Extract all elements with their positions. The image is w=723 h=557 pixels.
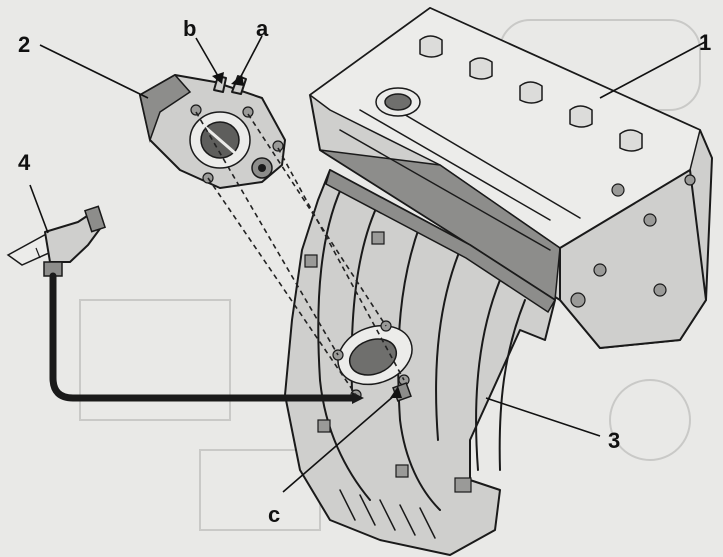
callout-labels: 1 2 3 4 a b c: [18, 16, 711, 527]
callout-3: 3: [608, 428, 620, 453]
callout-a: a: [256, 16, 269, 41]
intake-manifold: [284, 168, 557, 556]
callout-b: b: [183, 16, 196, 41]
leader-lines: [29, 35, 706, 493]
throttle-body: [139, 74, 286, 189]
callout-c: c: [268, 502, 280, 527]
assembly-alignment-lines: [195, 111, 405, 396]
vacuum-hose: [49, 272, 364, 404]
callout-4: 4: [18, 150, 31, 175]
hose-arrowhead: [352, 392, 364, 404]
callout-2: 2: [18, 32, 30, 57]
cylinder-head: [308, 7, 713, 349]
callout-1: 1: [699, 30, 711, 55]
manifold-pressure-sensor: [6, 205, 107, 277]
